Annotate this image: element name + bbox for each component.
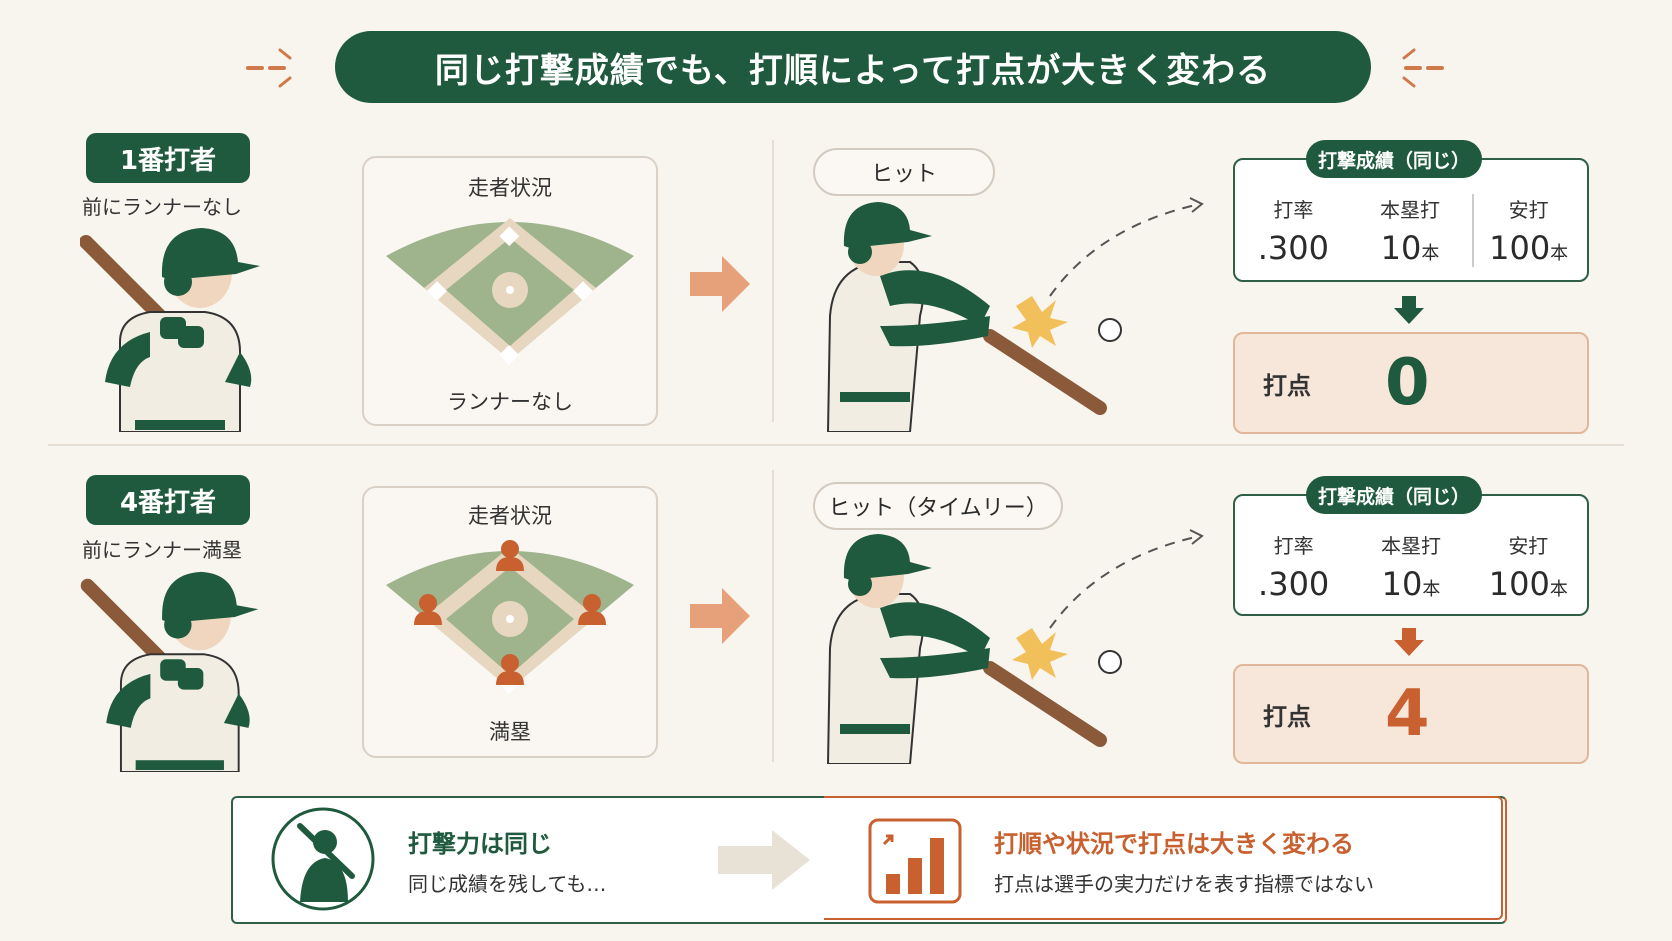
bar-chart-icon [868, 818, 962, 904]
title-decoration-left-icon [246, 48, 292, 88]
runner-situation-caption: 満塁 [489, 720, 531, 744]
arrow-down-icon [1394, 296, 1424, 324]
situation-label: 前にランナーなし [82, 195, 242, 219]
situation-label: 前にランナー満塁 [82, 538, 242, 562]
rbi-value: 4 [1385, 677, 1430, 751]
rbi-label: 打点 [1263, 702, 1311, 731]
batting-order-badge: 1番打者 [86, 133, 250, 183]
ball-icon [1098, 650, 1122, 674]
baseball-field-icon [386, 218, 634, 365]
ball-icon [1098, 318, 1122, 342]
stat-home-runs: 本塁打 10本 [1380, 534, 1441, 603]
stat-home-runs: 本塁打 10本 [1379, 198, 1440, 267]
batter-icon [80, 571, 259, 772]
result-label: ヒット（タイムリー） [813, 482, 1063, 530]
hitter-swing-icon [826, 529, 1204, 764]
runner-situation-title: 走者状況 [468, 176, 552, 200]
summary-left-title: 打撃力は同じ [408, 830, 552, 858]
column-divider [772, 470, 774, 762]
stats-heading: 打撃成績（同じ） [1306, 140, 1482, 178]
arrow-right-icon [690, 256, 750, 312]
arrow-right-icon [690, 588, 750, 644]
row-divider [48, 444, 1624, 446]
batting-order-badge: 4番打者 [86, 475, 250, 525]
stat-hits: 安打 100本 [1488, 534, 1568, 603]
stat-average: 打率 .300 [1258, 534, 1330, 603]
batting-stats-box: 打率 .300 本塁打 10本 安打 100本 [1233, 158, 1589, 282]
stat-hits: 安打 100本 [1471, 194, 1584, 267]
runner-situation-card: 走者状況 満塁 [362, 486, 658, 758]
arrow-right-icon [718, 830, 810, 890]
arrow-down-icon [1394, 628, 1424, 656]
stats-heading: 打撃成績（同じ） [1306, 476, 1482, 514]
page-title: 同じ打撃成績でも、打順によって打点が大きく変わる [335, 31, 1371, 103]
rbi-value: 0 [1385, 346, 1430, 420]
runner-situation-caption: ランナーなし [447, 390, 573, 414]
summary-left-text: 同じ成績を残しても… [408, 872, 607, 896]
title-decoration-right-icon [1402, 48, 1448, 88]
summary-right-text: 打点は選手の実力だけを表す指標ではない [994, 872, 1374, 896]
column-divider [772, 140, 774, 422]
rbi-box: 打点 4 [1233, 664, 1589, 764]
runner-situation-card: 走者状況 ランナーなし [362, 156, 658, 426]
baseball-field-icon [386, 540, 634, 694]
hitter-swing-icon [826, 197, 1204, 432]
runner-icon [414, 540, 606, 685]
rbi-box: 打点 0 [1233, 332, 1589, 434]
result-label: ヒット [813, 148, 995, 196]
summary-right-border [824, 796, 1503, 920]
batter-icon [80, 228, 260, 432]
stat-average: 打率 .300 [1257, 198, 1329, 267]
rbi-label: 打点 [1263, 371, 1311, 400]
runner-situation-title: 走者状況 [468, 504, 552, 528]
batter-circle-icon [271, 807, 375, 911]
summary-right-title: 打順や状況で打点は大きく変わる [994, 830, 1354, 858]
